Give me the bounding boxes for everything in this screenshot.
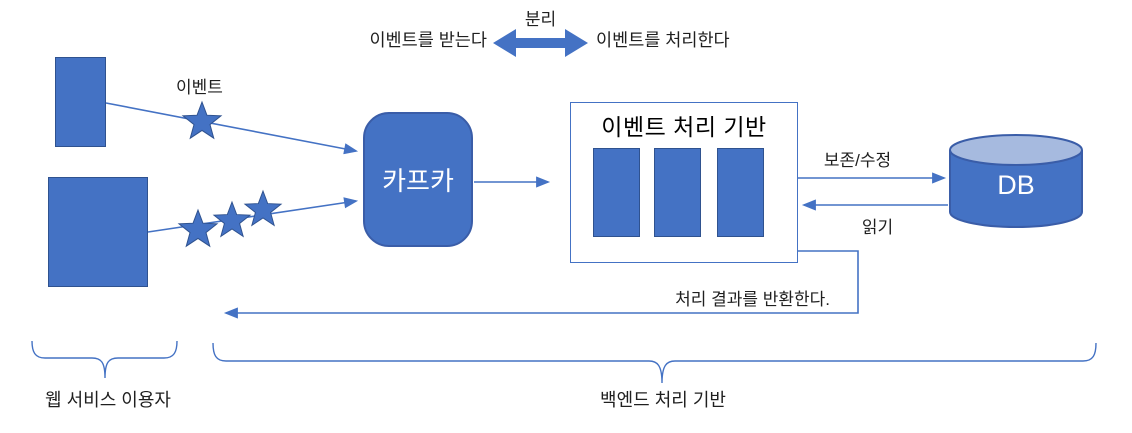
event-label: 이벤트 — [176, 78, 223, 97]
event-star-icon — [213, 201, 251, 237]
receive-events-label: 이벤트를 받는다 — [369, 30, 487, 50]
decoupling-double-arrow-icon — [493, 29, 588, 57]
event-star-icon — [244, 190, 282, 226]
database-cylinder: DB — [948, 132, 1084, 232]
event-star-icon — [182, 101, 222, 139]
process-events-label: 이벤트를 처리한다 — [596, 30, 730, 50]
database-cylinder-shape — [949, 134, 1083, 228]
database-label: DB — [997, 170, 1035, 200]
web-client-box-large — [48, 177, 148, 287]
web-client-box-small — [55, 57, 106, 147]
db-read-label: 읽기 — [861, 218, 894, 237]
worker-box — [654, 148, 701, 237]
event-processor-title: 이벤트 처리 기반 — [601, 114, 767, 140]
separation-label: 분리 — [524, 10, 557, 29]
backend-group-brace — [212, 342, 1097, 384]
event-processor-box: 이벤트 처리 기반 — [570, 102, 798, 263]
kafka-label: 카프카 — [382, 166, 454, 196]
web-service-users-label: 웹 서비스 이용자 — [45, 390, 171, 410]
kafka-box: 카프카 — [363, 112, 473, 247]
return-result-label: 처리 결과를 반환한다. — [675, 290, 830, 309]
worker-box — [593, 148, 640, 237]
worker-box — [717, 148, 764, 237]
event-arrow-producer1-to-kafka — [105, 102, 359, 155]
users-group-brace — [31, 340, 178, 379]
db-write-label: 보존/수정 — [823, 151, 892, 170]
backend-processing-label: 백엔드 처리 기반 — [600, 390, 726, 410]
event-star-icon — [178, 209, 218, 247]
arrow-return-result — [223, 250, 859, 319]
